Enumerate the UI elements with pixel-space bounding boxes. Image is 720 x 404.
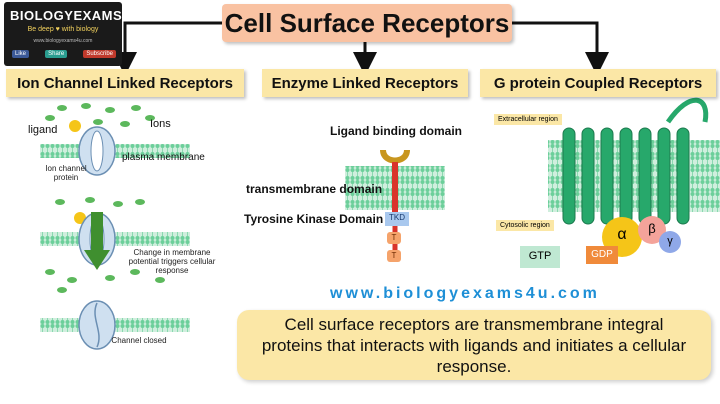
brand-logo[interactable]: BIOLOGYEXAMS4U Be deep ♥ with biology ww… xyxy=(4,2,122,66)
plasma-membrane-label: plasma membrane xyxy=(122,152,205,163)
t-box-2 xyxy=(387,250,401,262)
beta-subunit xyxy=(638,216,666,244)
gtp-label: GTP xyxy=(528,250,552,262)
ion-channel-closed xyxy=(78,300,116,350)
ligand-label: ligand xyxy=(28,124,58,136)
description-text: Cell surface receptors are transmembrane… xyxy=(261,314,687,376)
ion-channel-active xyxy=(78,212,116,270)
description-box: Cell surface receptors are transmembrane… xyxy=(237,310,711,380)
gdp-box xyxy=(586,246,618,264)
ligand-dot xyxy=(69,120,81,132)
channel-closed-label: Channel closed xyxy=(111,336,167,345)
like-button[interactable]: Like xyxy=(12,50,30,58)
t-text-1: T xyxy=(391,233,397,242)
page-title: Cell Surface Receptors xyxy=(222,4,512,42)
gtp-box xyxy=(520,246,560,268)
category-ion-channel: Ion Channel Linked Receptors xyxy=(6,69,244,97)
alpha-label: α xyxy=(617,226,627,243)
transmembrane-domain-label: transmembrane domain xyxy=(246,182,383,196)
tkd-box xyxy=(385,212,409,226)
enzyme-stalk xyxy=(392,162,398,214)
cytosolic-region-label: Cytosolic region xyxy=(496,220,554,231)
subscribe-button[interactable]: Subscribe xyxy=(83,50,116,58)
tkd-text: TKD xyxy=(389,213,405,222)
logo-tagline: Be deep ♥ with biology xyxy=(27,26,99,33)
category-enzyme-linked: Enzyme Linked Receptors xyxy=(262,69,468,97)
ion-channel-open xyxy=(78,126,116,176)
ion-dots xyxy=(45,103,165,293)
beta-label: β xyxy=(648,221,656,236)
share-button[interactable]: Share xyxy=(45,50,68,58)
gpcr-receptor xyxy=(562,97,709,225)
connector-lines xyxy=(113,21,609,76)
t-box-1 xyxy=(387,232,401,244)
logo-url: www.biologyexams4u.com xyxy=(33,38,93,44)
website-url[interactable]: www.biologyexams4u.com xyxy=(330,285,600,302)
ligand-dot-2 xyxy=(74,212,86,224)
ligand-binding-cup xyxy=(380,150,410,164)
logo-buttons: Like Share Subscribe xyxy=(12,50,116,58)
extracellular-region-label: Extracellular region xyxy=(494,114,562,125)
logo-brand-text: BIOLOGYEXAMS4U xyxy=(10,8,122,23)
ions-label: Ions xyxy=(150,118,171,130)
category-gpcr: G protein Coupled Receptors xyxy=(480,69,716,97)
gamma-label: γ xyxy=(667,235,673,247)
channel-protein-label: Ion channel protein xyxy=(45,164,87,182)
change-note-label: Change in membrane potential triggers ce… xyxy=(128,248,216,275)
t-text-2: T xyxy=(391,251,397,260)
ligand-binding-domain-label: Ligand binding domain xyxy=(330,124,462,138)
gdp-label: GDP xyxy=(591,249,613,260)
gpcr-membrane xyxy=(548,140,720,212)
gamma-subunit xyxy=(659,231,681,253)
tyrosine-kinase-label: Tyrosine Kinase Domain xyxy=(244,212,384,226)
